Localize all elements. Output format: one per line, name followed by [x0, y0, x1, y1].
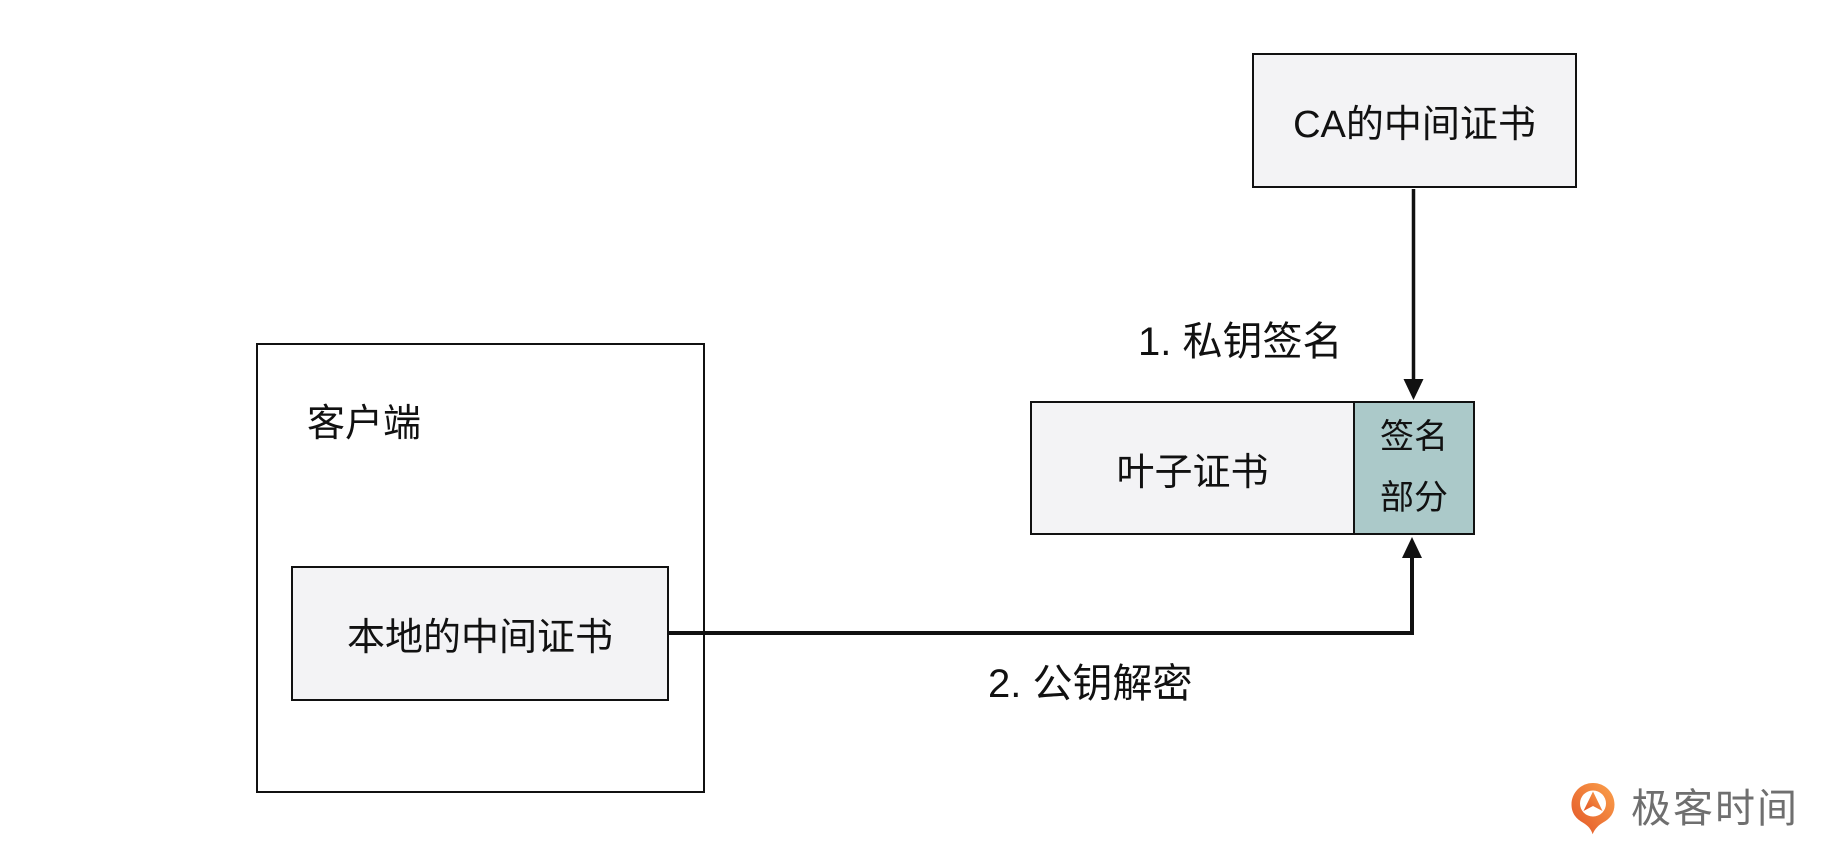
node-ca-intermediate-cert-label: CA的中间证书 — [1293, 104, 1536, 146]
node-leaf-cert: 叶子证书 签名 部分 — [1030, 401, 1475, 535]
arrow-local-to-signature-shaft — [669, 556, 1414, 635]
brand-logo: 极客时间 — [1570, 780, 1799, 838]
node-leaf-cert-body: 叶子证书 — [1032, 403, 1355, 533]
annotation-step2-public-key-decrypt: 2. 公钥解密 — [988, 662, 1193, 706]
node-client-label: 客户端 — [307, 403, 422, 445]
brand-logo-text: 极客时间 — [1631, 787, 1799, 831]
arrow-ca-to-signature-head — [1403, 379, 1424, 400]
node-local-intermediate-cert: 本地的中间证书 — [291, 566, 669, 701]
node-leaf-cert-label: 叶子证书 — [1116, 451, 1269, 494]
node-signature-part-line2: 部分 — [1380, 479, 1448, 517]
geektime-pin-icon — [1571, 783, 1615, 835]
node-ca-intermediate-cert: CA的中间证书 — [1252, 53, 1577, 188]
annotation-step1-private-key-sign: 1. 私钥签名 — [1138, 320, 1343, 364]
node-local-intermediate-cert-label: 本地的中间证书 — [346, 617, 613, 659]
node-signature-part-line1: 签名 — [1380, 417, 1448, 456]
node-signature-part: 签名 部分 — [1355, 403, 1473, 533]
arrow-local-to-signature-head — [1402, 537, 1422, 558]
